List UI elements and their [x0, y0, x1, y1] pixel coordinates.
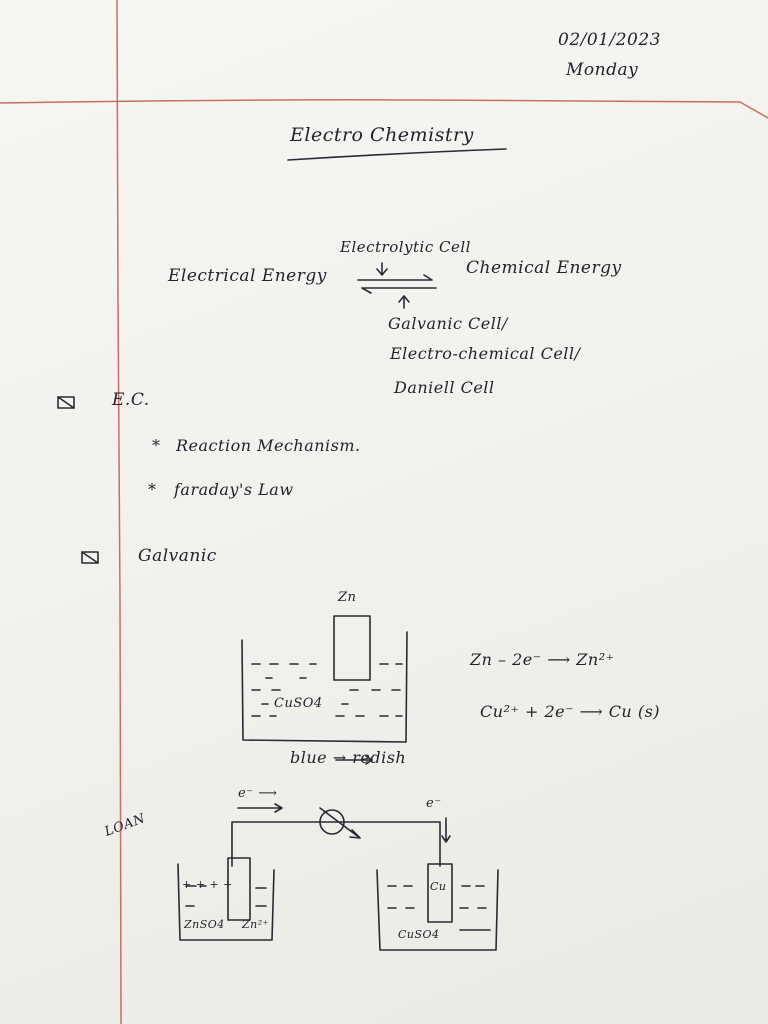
- galvanic-heading: Galvanic: [138, 546, 217, 566]
- positive-ions: + + + +: [182, 878, 233, 891]
- zn-rod-label: Zn: [338, 590, 357, 605]
- right-beaker-outline: [376, 869, 499, 951]
- margin-line-horizontal: [0, 99, 768, 119]
- solution-dashes: [251, 663, 403, 717]
- beaker-outline: [241, 631, 408, 743]
- color-change-arrow: [335, 755, 373, 765]
- page-title: Electro Chemistry: [290, 124, 474, 146]
- cuso4-label: CuSO4: [274, 696, 323, 711]
- cu-electrode-label: Cu: [430, 880, 447, 893]
- left-solution-dashes: [185, 885, 267, 907]
- right-solution-dashes: [387, 885, 491, 931]
- chemical-energy-label: Chemical Energy: [466, 258, 622, 278]
- forward-arrow: [357, 274, 433, 281]
- bullet-marker: *: [148, 480, 157, 499]
- backward-arrow: [361, 287, 437, 294]
- electron-label-right: e⁻: [426, 796, 442, 811]
- ec-bullet-box: [57, 396, 75, 409]
- galvanic-bullet-box: [81, 551, 99, 564]
- cuso4-right-label: CuSO4: [398, 928, 440, 941]
- oxidation-reaction: Zn – 2e⁻ ⟶ Zn²⁺: [470, 650, 615, 669]
- daniell-cell-label: Daniell Cell: [394, 378, 495, 397]
- electrolytic-cell-label: Electrolytic Cell: [340, 238, 471, 256]
- galvanic-cell-label: Galvanic Cell/: [388, 314, 508, 333]
- electron-flow-right: [441, 817, 451, 843]
- zn-electrode: [227, 857, 251, 921]
- title-underline: [287, 148, 507, 161]
- electrolytic-pointer: [376, 262, 388, 276]
- header-day: Monday: [566, 60, 639, 80]
- znso4-label: ZnSO4: [184, 918, 225, 931]
- header-date: 02/01/2023: [558, 30, 661, 50]
- external-wire: [231, 821, 441, 867]
- electron-flow-left: [237, 803, 283, 813]
- electrical-energy-label: Electrical Energy: [168, 266, 327, 286]
- galvanic-pointer: [398, 295, 410, 309]
- zn-ion-label: Zn²⁺: [242, 918, 269, 931]
- reduction-reaction: Cu²⁺ + 2e⁻ ⟶ Cu (s): [480, 702, 661, 721]
- bullet-marker: *: [152, 436, 161, 455]
- galvanometer-icon: [319, 807, 361, 839]
- electron-label-left: e⁻ ⟶: [238, 786, 278, 801]
- ec-heading: E.C.: [112, 390, 150, 410]
- margin-line-vertical: [116, 0, 122, 1024]
- ec-bullet-faradays-law: faraday's Law: [174, 480, 294, 499]
- color-change-label: blue → redish: [290, 748, 407, 767]
- zn-rod: [333, 615, 371, 681]
- left-beaker-outline: [177, 863, 275, 941]
- electrochemical-cell-label: Electro-chemical Cell/: [390, 344, 581, 363]
- ec-bullet-reaction-mechanism: Reaction Mechanism.: [176, 436, 361, 455]
- cu-electrode: [427, 863, 453, 923]
